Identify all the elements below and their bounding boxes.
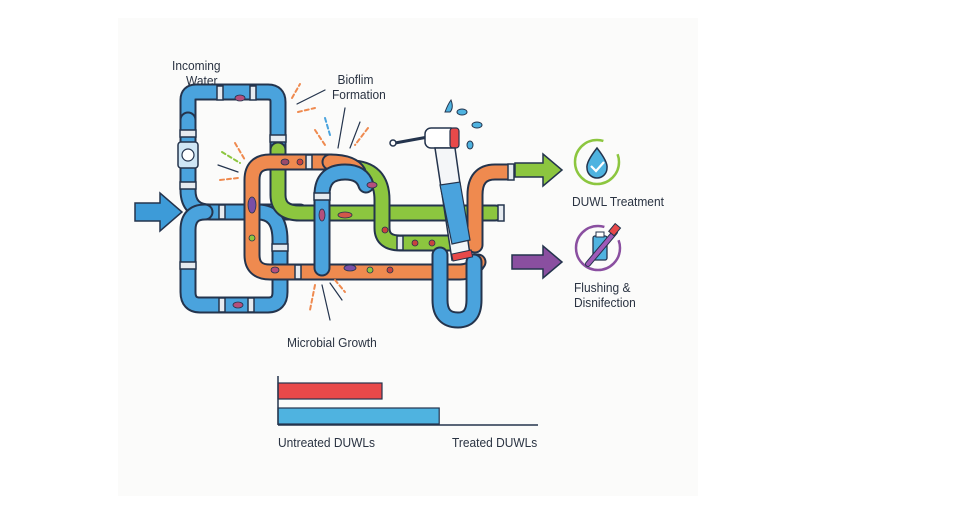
water-drop-check-icon — [573, 138, 621, 186]
label-line: Water — [186, 73, 218, 88]
brush-bottle-icon — [574, 222, 622, 272]
flushing-disinfection-label: Flushing & Disnifection — [574, 280, 636, 310]
category-label-treated: Treated DUWLs — [452, 435, 538, 450]
bar-0 — [277, 382, 383, 400]
label-line: Formation — [332, 87, 386, 102]
blue-arch-pipe — [313, 163, 375, 277]
blue-pipe — [179, 83, 309, 314]
hose — [431, 246, 483, 329]
inlet-arrow-icon — [134, 191, 184, 233]
duwl-treatment-label: DUWL Treatment — [572, 194, 664, 209]
dental-handpiece-icon — [389, 127, 474, 262]
treatment-arrow-icon — [514, 152, 564, 188]
pipe-couplings — [179, 85, 515, 313]
burst-lines — [217, 83, 369, 321]
bar-1 — [277, 407, 440, 425]
microbial-growth-label: Microbial Growth — [287, 335, 377, 350]
gauge-icon — [177, 141, 199, 169]
water-droplets — [444, 98, 483, 150]
comparison-bar-chart — [277, 382, 440, 425]
biofilm-formation-label: Bioflim Formation — [332, 72, 386, 102]
label-line: Incoming — [172, 58, 221, 73]
microbe-icons — [232, 94, 436, 309]
label-line: Flushing & — [574, 280, 631, 295]
flushing-arrow-icon — [511, 244, 564, 280]
label-line: Disnifection — [574, 295, 636, 310]
label-line: Bioflim — [337, 72, 374, 87]
category-label-untreated: Untreated DUWLs — [278, 435, 376, 450]
incoming-water-label: Incoming Water — [172, 58, 221, 88]
